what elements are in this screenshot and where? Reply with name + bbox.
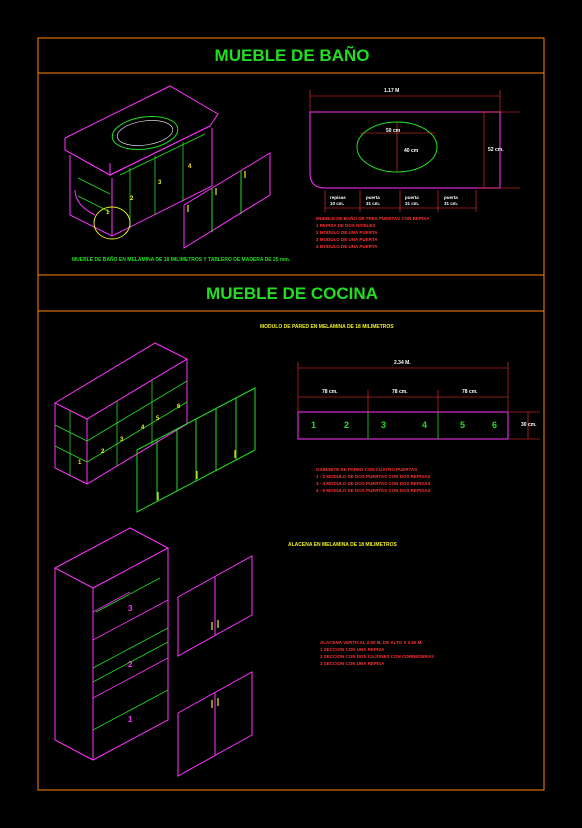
bath-plan [309, 90, 520, 212]
wall-cabinet-plan [297, 362, 540, 440]
bath-legend-title: MUEBLE DE BAÑO DE TRES PUERTAS CON REPIS… [316, 216, 430, 221]
bath-dim-depth: 52 cm. [488, 147, 504, 153]
bath-legend-3: 3 MODULO DE UNA PUERTA [316, 237, 378, 242]
bath-doors [183, 152, 271, 249]
wall-cabinet-title: MODULO DE PARED EN MELAMINA DE 18 MILIME… [260, 324, 394, 330]
pantry-num-1: 1 [128, 715, 133, 724]
bath-iso-num-2: 2 [130, 196, 134, 202]
wall-cell-6: 6 [492, 420, 498, 430]
wall-cell-5: 5 [460, 420, 466, 430]
pantry-legend-2: 2 SECCION CON DOS CAJONES CON CORREDERAS [320, 654, 435, 659]
wall-iso-num-4: 4 [141, 425, 145, 431]
wall-iso-num-2: 2 [101, 449, 105, 455]
bath-module-label-3: puerta [405, 195, 419, 200]
wall-dim-module-1: 78 cm. [322, 389, 338, 395]
wall-cell-3: 3 [381, 420, 387, 430]
pantry-title: ALACENA EN MELAMINA DE 18 MILIMETROS [288, 542, 397, 548]
wall-legend-3: 4 - 5 MODULO DE DOS PUERTAS CON DOS REPI… [316, 488, 431, 493]
wall-cell-2: 2 [344, 420, 350, 430]
pantry-doors [177, 555, 253, 777]
wall-dim-total: 2.34 M. [394, 360, 411, 366]
pantry-handles [211, 620, 219, 708]
pantry-iso [53, 527, 170, 761]
wall-iso-num-1: 1 [78, 460, 82, 466]
bath-iso-num-1: 1 [106, 210, 110, 216]
pantry-num-3: 3 [128, 604, 133, 613]
wall-cabinet-handles [157, 450, 236, 500]
bath-module-size-4: 31 cm. [444, 201, 459, 206]
bath-legend-2: 2 MODULO DE UNA PUERTA [316, 230, 378, 235]
pantry-legend-title: ALACENA VERTICAL 2.00 M. DE ALTO X 0.60 … [320, 640, 423, 645]
bath-legend-4: 4 MODULO DE UNA PUERTA [316, 244, 378, 249]
wall-dim-module-2: 78 cm. [392, 389, 408, 395]
kitchen-title: MUEBLE DE COCINA [206, 284, 378, 303]
bath-dim-oval-w: 50 cm [386, 128, 401, 134]
bath-module-label-2: puerta [366, 195, 380, 200]
bath-module-size-2: 31 cm. [366, 201, 381, 206]
bath-module-label-1: repisas [330, 195, 346, 200]
bath-caption: MUEBLE DE BAÑO EN MELAMINA DE 18 MILIMET… [72, 257, 291, 263]
pantry-legend-1: 1 SECCION CON UNA REPISA [320, 647, 385, 652]
bath-dim-total: 1.17 M [384, 88, 400, 94]
sheet-frame [37, 37, 545, 791]
bath-cabinet-iso [64, 85, 219, 240]
bath-title: MUEBLE DE BAÑO [214, 46, 370, 65]
bath-dim-oval-h: 40 cm [404, 148, 419, 154]
bath-module-size-3: 31 cm. [405, 201, 420, 206]
wall-cabinet-iso [53, 342, 189, 485]
bath-handles [187, 171, 246, 212]
pantry-num-2: 2 [128, 660, 133, 669]
bath-iso-num-3: 3 [158, 180, 162, 186]
bath-iso-num-4: 4 [188, 164, 192, 170]
wall-iso-num-3: 3 [120, 437, 124, 443]
wall-iso-num-5: 5 [156, 416, 160, 422]
wall-dim-depth: 30 cm. [521, 422, 537, 428]
wall-cell-4: 4 [422, 420, 428, 430]
bath-module-size-1: 10 cm. [330, 201, 345, 206]
wall-legend-2: 3 - 4 MODULO DE DOS PUERTAS CON DOS REPI… [316, 481, 431, 486]
bath-legend-1: 1 REPISA DE DOS NIVELES [316, 223, 376, 228]
wall-legend-title: GABINETE DE PARED CON CUATRO PUERTAS [316, 467, 418, 472]
wall-iso-num-6: 6 [177, 404, 181, 410]
wall-cabinet-doors [136, 387, 256, 513]
pantry-legend-3: 3 SECCION CON UNA REPISA [320, 661, 385, 666]
wall-dim-module-3: 78 cm. [462, 389, 478, 395]
wall-legend-1: 1 - 2 MODULO DE DOS PUERTAS CON DOS REPI… [316, 474, 431, 479]
bath-module-label-4: puerta [444, 195, 458, 200]
wall-cell-1: 1 [311, 420, 317, 430]
